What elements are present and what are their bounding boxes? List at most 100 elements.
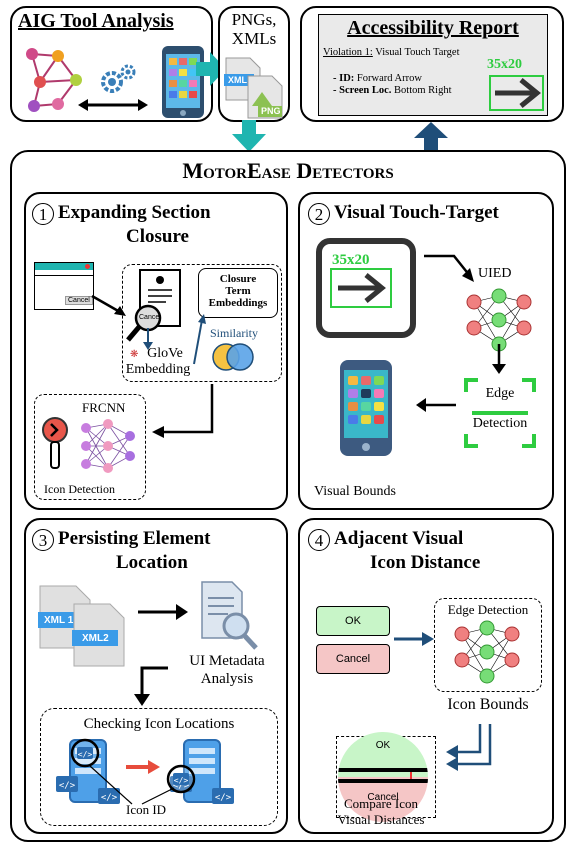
compare-line-top: [338, 768, 428, 772]
gears-icon: [101, 64, 136, 93]
phone-icon: [162, 46, 204, 118]
report-target-box: [489, 75, 544, 111]
arrow-embedding-to-frcnn: [152, 384, 214, 438]
window-cancel-button[interactable]: Cancel: [65, 296, 93, 305]
violation-line: Violation 1: Visual Touch Target: [323, 47, 459, 58]
png-tag: PNG: [261, 106, 281, 116]
svg-text:</>: </>: [101, 793, 118, 803]
window-mockup: Cancel: [34, 262, 94, 310]
edge-detection-label: Edge Detection: [447, 602, 529, 617]
arrow-glove-to-closure: [193, 314, 206, 365]
checking-label: Checking Icon Locations: [83, 716, 235, 732]
meta-label: UI Metadata Analysis: [162, 652, 292, 688]
arrow-meta-to-check: [134, 666, 168, 706]
closure-term-embeddings-box: Closure Term Embeddings: [198, 268, 278, 318]
visual-bounds-phone-icon: [340, 360, 392, 456]
arrow-buttons-to-edge: [394, 632, 434, 646]
closure-line2: Term: [225, 285, 251, 297]
graph-network-icon: [26, 48, 82, 112]
arrow-xml-to-meta: [138, 604, 188, 620]
section1-number: 1: [32, 202, 54, 225]
svg-text:</>: </>: [174, 776, 189, 785]
icon-id-label: Icon ID: [126, 802, 167, 817]
document-magnifier-icon: [126, 269, 181, 342]
closure-line3: Embeddings: [208, 297, 268, 309]
teal-arrow-right: [196, 52, 226, 86]
report-size-label: 35x20: [487, 57, 522, 72]
lens-cancel-label: Cancel: [139, 314, 161, 321]
frcnn-network-icon: [81, 419, 135, 473]
forward-arrow-icon: [495, 78, 541, 108]
cancel-button[interactable]: Cancel: [316, 644, 390, 674]
section4-title-line1: Adjacent Visual: [334, 528, 464, 549]
arrow-edge-to-phone: [416, 398, 456, 412]
edge-detection-region: [434, 598, 542, 692]
svg-text:</>: </>: [78, 750, 93, 759]
embedding-region: [122, 264, 282, 382]
compare-ok-label: OK: [375, 740, 391, 751]
png-file-icon: [247, 75, 283, 119]
touch-forward-arrow-icon: [338, 273, 386, 303]
aig-tool-box: AIG Tool Analysis: [10, 6, 213, 122]
violation-text: Visual Touch Target: [372, 47, 460, 58]
compare-cancel-half: [338, 777, 428, 822]
detect-lens-icon: [42, 417, 68, 469]
accessibility-report-box: Accessibility Report Violation 1: Visual…: [300, 6, 564, 122]
section4-title-line2: Icon Distance: [370, 552, 481, 573]
visual-bounds-label: Visual Bounds: [314, 484, 396, 499]
xml2-file-icon: [72, 603, 125, 667]
compare-line2: Visual Distances: [337, 812, 425, 827]
venn-similarity-icon: [212, 343, 254, 371]
edge-label-line2: Detection: [472, 416, 528, 431]
compare-label: Compare Icon Visual Distances: [316, 796, 446, 828]
compare-circle: [338, 732, 428, 822]
uied-network-icon: [466, 288, 532, 352]
arrow-lens-down: [143, 328, 153, 350]
loc-label: - Screen Loc.: [333, 85, 392, 96]
pngs-xmls-label: PNGs, XML XMLs: [220, 10, 288, 48]
svg-text:</>: </>: [59, 781, 76, 791]
meta-line1: UI Metadata: [189, 653, 265, 669]
xmls-label: XMLs: [231, 29, 277, 48]
red-arrow-right: [126, 760, 160, 774]
arrow-to-uied: [424, 254, 474, 282]
section2-number: 2: [308, 202, 330, 225]
id-value: Forward Arrow: [354, 73, 422, 84]
window-close-dot: [85, 264, 90, 269]
arrow-bounds-to-compare: [446, 724, 492, 771]
xml-tag: XML: [228, 75, 247, 85]
glove-label: GloVe Embedding: [118, 346, 198, 378]
section2-title-text: Visual Touch-Target: [334, 202, 499, 223]
compare-line-bottom: [338, 779, 428, 783]
metadata-analysis-icon: [201, 581, 258, 650]
teal-arrow-down: [232, 120, 266, 152]
meta-line2: Analysis: [200, 671, 254, 687]
arrow-window-to-doc: [91, 294, 126, 316]
icon-detection-label: Icon Detection: [44, 482, 115, 496]
xml1-label: XML 1: [44, 615, 74, 626]
frcnn-region: [34, 394, 146, 500]
double-arrow-icon: [78, 99, 148, 111]
section1-title-line2: Closure: [126, 226, 189, 247]
glove-dots-icon: ❋: [130, 349, 139, 360]
section3-number: 3: [32, 528, 54, 551]
section3-title-line2: Location: [116, 552, 188, 573]
compare-cancel-label: Cancel: [367, 792, 399, 803]
ok-button[interactable]: OK: [316, 606, 390, 636]
touch-target-bounds: [330, 268, 392, 308]
icon-id-pointer-lines: [89, 765, 175, 805]
loc-value: Bottom Right: [391, 85, 452, 96]
glove-line2: Embedding: [125, 362, 191, 377]
icon-circle-left: </>: [70, 738, 100, 768]
xml2-label: XML2: [82, 633, 109, 644]
glove-line1: GloVe: [147, 346, 183, 361]
touch-size-label: 35x20: [332, 252, 370, 268]
window-line: [35, 275, 93, 276]
